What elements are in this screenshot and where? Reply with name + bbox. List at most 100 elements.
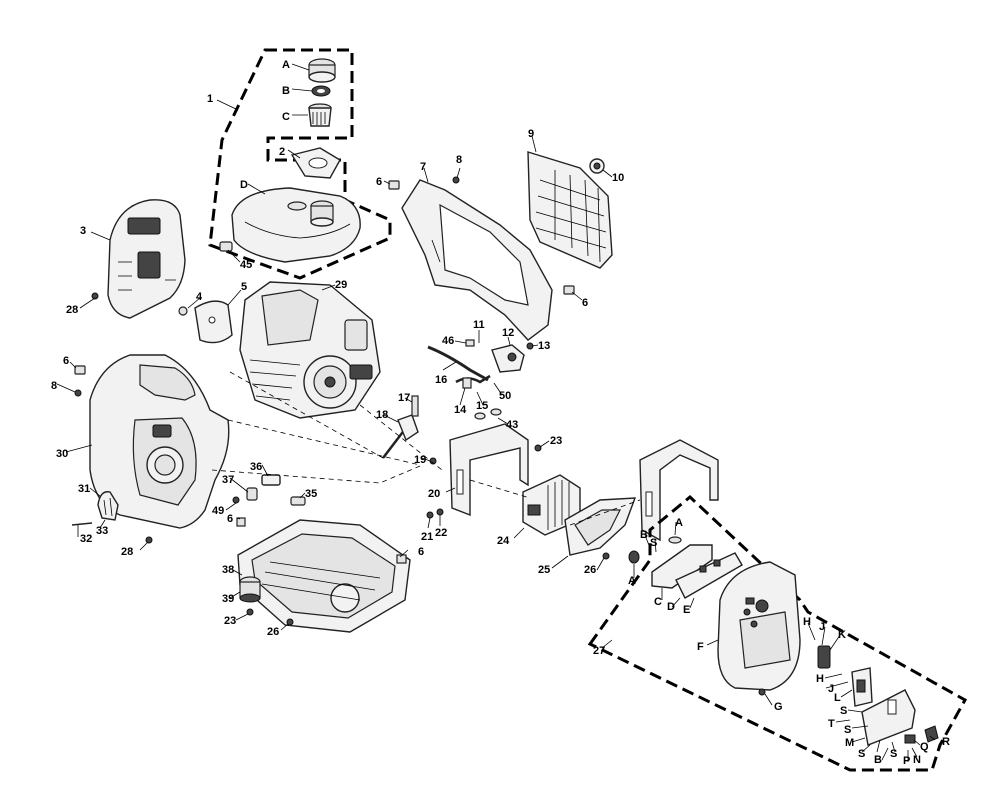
callout-K: K	[838, 629, 846, 641]
callout-32: 32	[80, 533, 92, 545]
part-q	[904, 734, 916, 744]
fastener-6e	[396, 554, 407, 564]
callout-31: 31	[78, 483, 90, 495]
switch-plate-d	[675, 552, 743, 599]
kit-1-boundary	[208, 48, 392, 280]
callout-15: 15	[476, 400, 488, 412]
callout-28a: 28	[66, 304, 78, 316]
callout-2: 2	[279, 146, 285, 158]
rubber-foot-39	[239, 576, 261, 603]
screw-23a	[534, 444, 542, 452]
choke-assembly-18	[382, 395, 419, 459]
fuel-tank-d	[231, 187, 361, 263]
callout-5: 5	[241, 281, 247, 293]
callout-28b: 28	[121, 546, 133, 558]
callout-6c: 6	[63, 355, 69, 367]
callout-S3: S	[844, 724, 851, 736]
callout-S5: S	[890, 748, 897, 760]
grommets-43	[474, 408, 502, 420]
fastener-6b	[563, 285, 575, 295]
callout-J1: J	[819, 621, 825, 633]
clip-46	[465, 339, 475, 347]
screw-23b	[246, 608, 254, 616]
fastener-6d	[236, 517, 246, 527]
callout-P: P	[903, 755, 910, 767]
tank-collar-2	[290, 147, 341, 179]
callout-29: 29	[335, 279, 347, 291]
assembly-line-2	[469, 479, 641, 526]
callout-26a: 26	[267, 626, 279, 638]
callout-A-panel: A	[628, 575, 636, 587]
callout-50: 50	[499, 390, 511, 402]
callout-38: 38	[222, 564, 234, 576]
callout-6d: 6	[227, 513, 233, 525]
callout-43: 43	[506, 419, 518, 431]
screw-26a	[286, 618, 294, 626]
callout-C-panel: C	[654, 596, 662, 608]
callout-A: A	[282, 59, 290, 71]
callout-17: 17	[398, 392, 410, 404]
fuel-cap-a	[308, 58, 336, 83]
callout-35: 35	[305, 488, 317, 500]
callout-6e: 6	[418, 546, 424, 558]
grille-cover-9	[527, 151, 613, 269]
screw-8b	[74, 389, 82, 397]
callout-3: 3	[80, 225, 86, 237]
plate-m	[861, 689, 916, 746]
callout-11: 11	[473, 319, 485, 331]
screws-21-22	[426, 508, 444, 519]
bracket-c	[651, 544, 713, 589]
callout-23a: 23	[550, 435, 562, 447]
callout-N: N	[913, 754, 921, 766]
callout-6a: 6	[376, 176, 382, 188]
callout-21: 21	[421, 531, 433, 543]
callout-Q: Q	[920, 741, 929, 753]
callout-36: 36	[250, 461, 262, 473]
callout-S-panel: S	[650, 537, 657, 549]
part-36	[261, 474, 281, 486]
callout-30: 30	[56, 448, 68, 460]
callout-39: 39	[222, 593, 234, 605]
callout-H2: H	[816, 673, 824, 685]
callout-S2: S	[840, 705, 847, 717]
engine-29	[239, 281, 381, 419]
leader-lines	[56, 63, 936, 762]
callout-B-panel: B	[640, 529, 648, 541]
fuel-cap-gasket-b	[311, 85, 331, 97]
rear-bracket	[639, 439, 719, 542]
outlet-l	[851, 667, 873, 707]
part-37	[246, 487, 258, 501]
callout-T: T	[828, 718, 835, 730]
callout-B3: B	[874, 754, 882, 766]
callout-7: 7	[420, 161, 426, 173]
callout-S4: S	[858, 748, 865, 760]
screw-26b	[602, 552, 610, 560]
screw-g	[758, 688, 766, 696]
part-35	[290, 496, 306, 506]
control-panel-f	[717, 561, 801, 691]
fuel-line-16	[427, 345, 489, 382]
callout-4: 4	[196, 291, 203, 303]
washer-a	[628, 550, 640, 564]
frame-7	[401, 179, 553, 341]
callout-B: B	[282, 85, 290, 97]
air-duct-25	[564, 497, 637, 556]
callout-G: G	[774, 701, 783, 713]
kit-27-boundary	[587, 495, 968, 772]
callout-19: 19	[414, 454, 426, 466]
callout-23b: 23	[224, 615, 236, 627]
bracket-20	[449, 423, 529, 517]
callout-R: R	[942, 736, 950, 748]
part-a-top	[668, 536, 682, 544]
knob-10	[589, 158, 605, 174]
callout-F: F	[697, 641, 704, 653]
callout-A-panel-top: A	[675, 517, 683, 529]
callout-26b: 26	[584, 564, 596, 576]
washer-4	[178, 306, 188, 316]
callout-1: 1	[207, 93, 213, 105]
callout-25: 25	[538, 564, 550, 576]
hose-14-15	[455, 374, 491, 389]
base-tray-38	[237, 519, 411, 633]
callout-22: 22	[435, 527, 447, 539]
